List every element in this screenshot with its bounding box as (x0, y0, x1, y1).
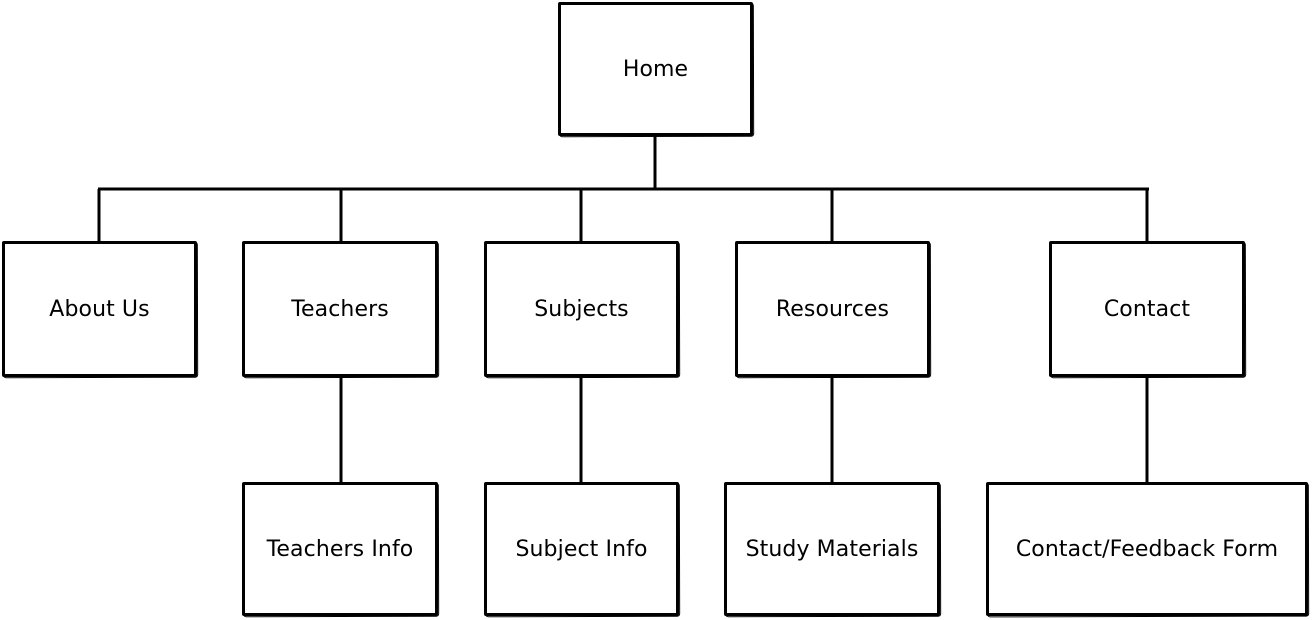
node-study-materials[interactable]: Study Materials (724, 482, 940, 616)
node-home[interactable]: Home (558, 2, 753, 136)
node-teachers-label: Teachers (291, 296, 389, 322)
node-subjects-label: Subjects (534, 296, 629, 322)
node-resources[interactable]: Resources (735, 241, 930, 377)
node-subject-info-label: Subject Info (515, 536, 648, 562)
node-teachers[interactable]: Teachers (242, 241, 438, 377)
node-resources-label: Resources (775, 296, 890, 322)
node-contact-feedback-form[interactable]: Contact/Feedback Form (986, 482, 1308, 616)
node-teachers-info[interactable]: Teachers Info (242, 482, 438, 616)
node-about-us-label: About Us (49, 296, 150, 322)
node-teachers-info-label: Teachers Info (266, 536, 414, 562)
node-contact-label: Contact (1103, 296, 1191, 322)
node-subject-info[interactable]: Subject Info (484, 482, 679, 616)
node-about-us[interactable]: About Us (2, 241, 197, 377)
node-study-materials-label: Study Materials (745, 536, 919, 562)
node-subjects[interactable]: Subjects (484, 241, 679, 377)
node-contact[interactable]: Contact (1049, 241, 1245, 377)
node-home-label: Home (622, 56, 689, 82)
node-contact-feedback-form-label: Contact/Feedback Form (1015, 536, 1279, 562)
